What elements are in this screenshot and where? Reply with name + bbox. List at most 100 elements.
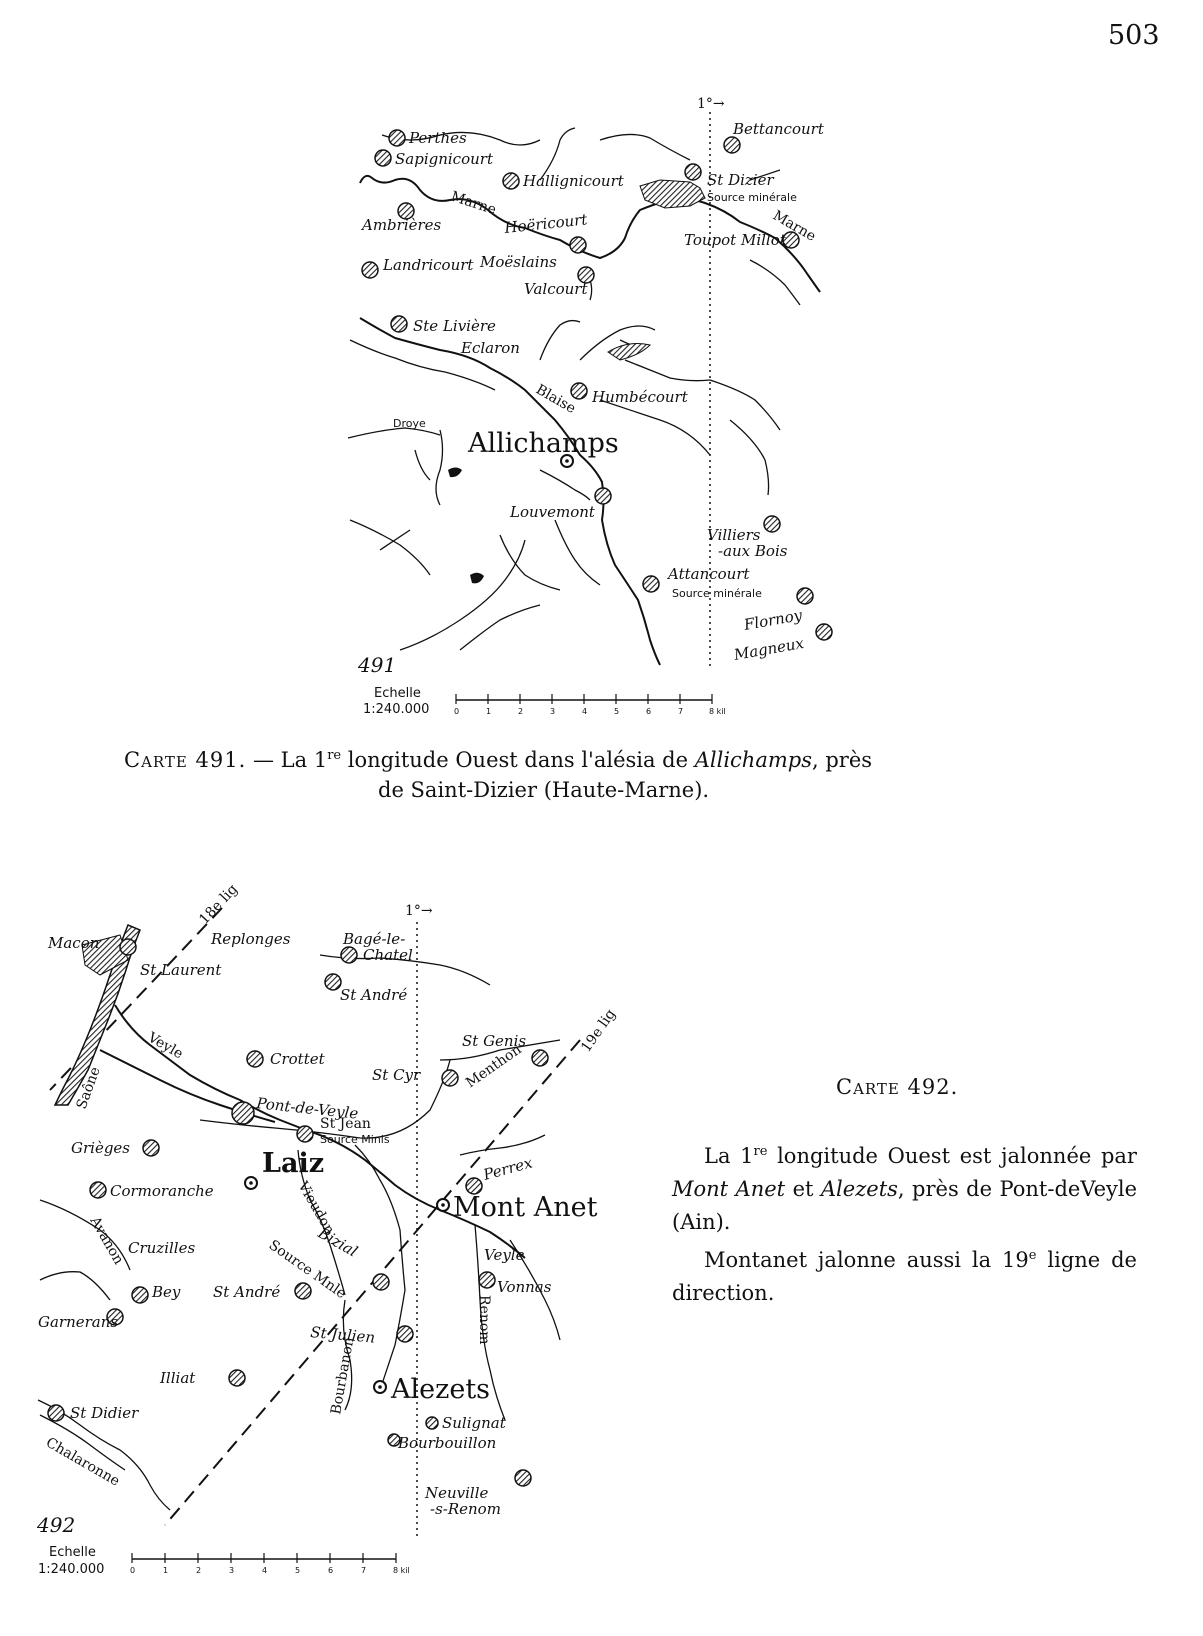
- label-sapignicourt: Sapignicourt: [395, 150, 494, 168]
- scale-tick: 4: [582, 707, 587, 716]
- place-marker: [374, 149, 392, 167]
- scale-tick: 1: [163, 1566, 168, 1575]
- stream: [37, 1399, 171, 1511]
- scale-tick: 7: [678, 707, 683, 716]
- stream: [749, 259, 801, 306]
- stream: [579, 325, 656, 361]
- label-st-jean: St Jean: [320, 1116, 371, 1132]
- stream: [539, 469, 591, 501]
- label-s-renom: -s-Renom: [430, 1500, 501, 1518]
- place-marker: [387, 1433, 401, 1447]
- label-magneux: Magneux: [732, 634, 806, 664]
- label-source-minerale: Source minérale: [672, 587, 762, 600]
- stream: [459, 604, 541, 651]
- stream: [435, 429, 444, 506]
- stream: [381, 131, 541, 146]
- label-laiz: Laiz: [262, 1148, 324, 1179]
- place-marker: [119, 938, 137, 956]
- page-number: 503: [1108, 20, 1160, 51]
- label-droye: Droye: [393, 417, 426, 430]
- label-eclaron: Eclaron: [460, 339, 520, 357]
- label-chatel: Chatel: [363, 946, 413, 964]
- stream: [297, 1149, 346, 1296]
- label-st-didier: St Didier: [70, 1404, 139, 1422]
- allichamps-dot: [565, 459, 569, 463]
- stream: [379, 529, 411, 551]
- label-cormoranche: Cormoranche: [110, 1182, 214, 1200]
- stream: [439, 1039, 561, 1061]
- scale-bar: Echelle 1:240.000 0 1 2 3 4 5 6 7 8 kil: [363, 686, 726, 717]
- label-neuville: Neuville: [424, 1484, 489, 1502]
- scale-word: Echelle: [374, 686, 421, 701]
- scale-tick: 7: [361, 1566, 366, 1575]
- caption-place: Allichamps: [694, 748, 812, 772]
- label-bey: Bey: [151, 1283, 181, 1301]
- label-19-lig: 19e lig: [578, 1006, 619, 1055]
- scale-tick: 1: [486, 707, 491, 716]
- label-hallignicourt: Hallignicourt: [522, 172, 625, 190]
- label-crottet: Crottet: [270, 1050, 326, 1068]
- label-grieges: Grièges: [71, 1139, 130, 1157]
- label-st-cyr: St Cyr: [372, 1066, 421, 1084]
- place-marker: [577, 266, 595, 284]
- macon-town: [81, 934, 129, 976]
- caption-491-line-2: de Saint-Dizier (Haute-Marne).: [378, 778, 710, 802]
- blaise-river: [359, 317, 661, 666]
- place-marker: [296, 1125, 314, 1143]
- place-marker: [47, 1404, 65, 1422]
- place-marker: [441, 1069, 459, 1087]
- label-bourbanon: Bourbanon: [328, 1336, 357, 1416]
- scale-tick: 3: [550, 707, 555, 716]
- pond: [470, 572, 484, 584]
- label-sulignat: Sulignat: [442, 1414, 507, 1432]
- stream: [539, 127, 576, 181]
- caption-place: Alezets: [820, 1177, 898, 1201]
- stream: [539, 319, 581, 361]
- stream: [347, 427, 441, 439]
- place-marker: [570, 382, 588, 400]
- meridian-label: 1°→: [405, 903, 433, 919]
- scale-tick: 2: [196, 1566, 201, 1575]
- caption-492-paragraph-2: Montanet jalonne aussi la 19e ligne de d…: [672, 1239, 1137, 1310]
- label-allichamps: Allichamps: [467, 428, 619, 459]
- stream: [499, 534, 561, 591]
- label-bourbouillon: Bourbouillon: [397, 1434, 496, 1452]
- label-illiat: Illiat: [159, 1369, 196, 1387]
- label-ambrieres: Ambrières: [360, 216, 442, 234]
- place-marker: [425, 1416, 439, 1430]
- place-marker: [324, 973, 342, 991]
- caption-text: ligne de direction.: [672, 1248, 1137, 1305]
- caption-text: longitude Ouest dans l'alésia de: [341, 748, 695, 772]
- stream: [509, 1239, 561, 1341]
- caption-text: La 1: [704, 1144, 754, 1168]
- caption-492-title: Carte 492.: [836, 1075, 959, 1099]
- stream: [414, 449, 431, 481]
- place-marker: [372, 1273, 390, 1291]
- place-marker: [396, 1325, 414, 1343]
- stream: [554, 519, 601, 586]
- place-marker: [131, 1286, 149, 1304]
- caption-carte-label: Carte 491.: [124, 748, 247, 772]
- scale-bar: Echelle 1:240.000 0 1 2 3 4 5 6 7 8 kil: [38, 1545, 410, 1577]
- label-garnerans: Garnerans: [38, 1313, 118, 1331]
- meridian-label: 1°→: [697, 96, 725, 112]
- label-bettancourt: Bettancourt: [732, 120, 825, 138]
- stream: [624, 359, 711, 382]
- map-491-markers: [361, 129, 833, 641]
- label-landricourt: Landricourt: [382, 256, 474, 274]
- label-bage: Bagé-le-: [342, 930, 405, 948]
- place-marker: [796, 587, 814, 605]
- label-toupot-millot: Toupot Millot: [684, 231, 787, 249]
- place-marker: [569, 236, 587, 254]
- label-moeslains: Moëslains: [479, 253, 557, 271]
- place-marker: [388, 129, 406, 147]
- place-marker: [89, 1181, 107, 1199]
- label-18-lig: 18e lig: [196, 881, 241, 927]
- place-marker: [397, 202, 415, 220]
- place-marker: [594, 487, 612, 505]
- label-cruzilles: Cruzilles: [128, 1239, 195, 1257]
- caption-text: — La 1: [246, 748, 328, 772]
- scale-tick: 4: [262, 1566, 267, 1575]
- label-st-andre: St André: [340, 986, 407, 1004]
